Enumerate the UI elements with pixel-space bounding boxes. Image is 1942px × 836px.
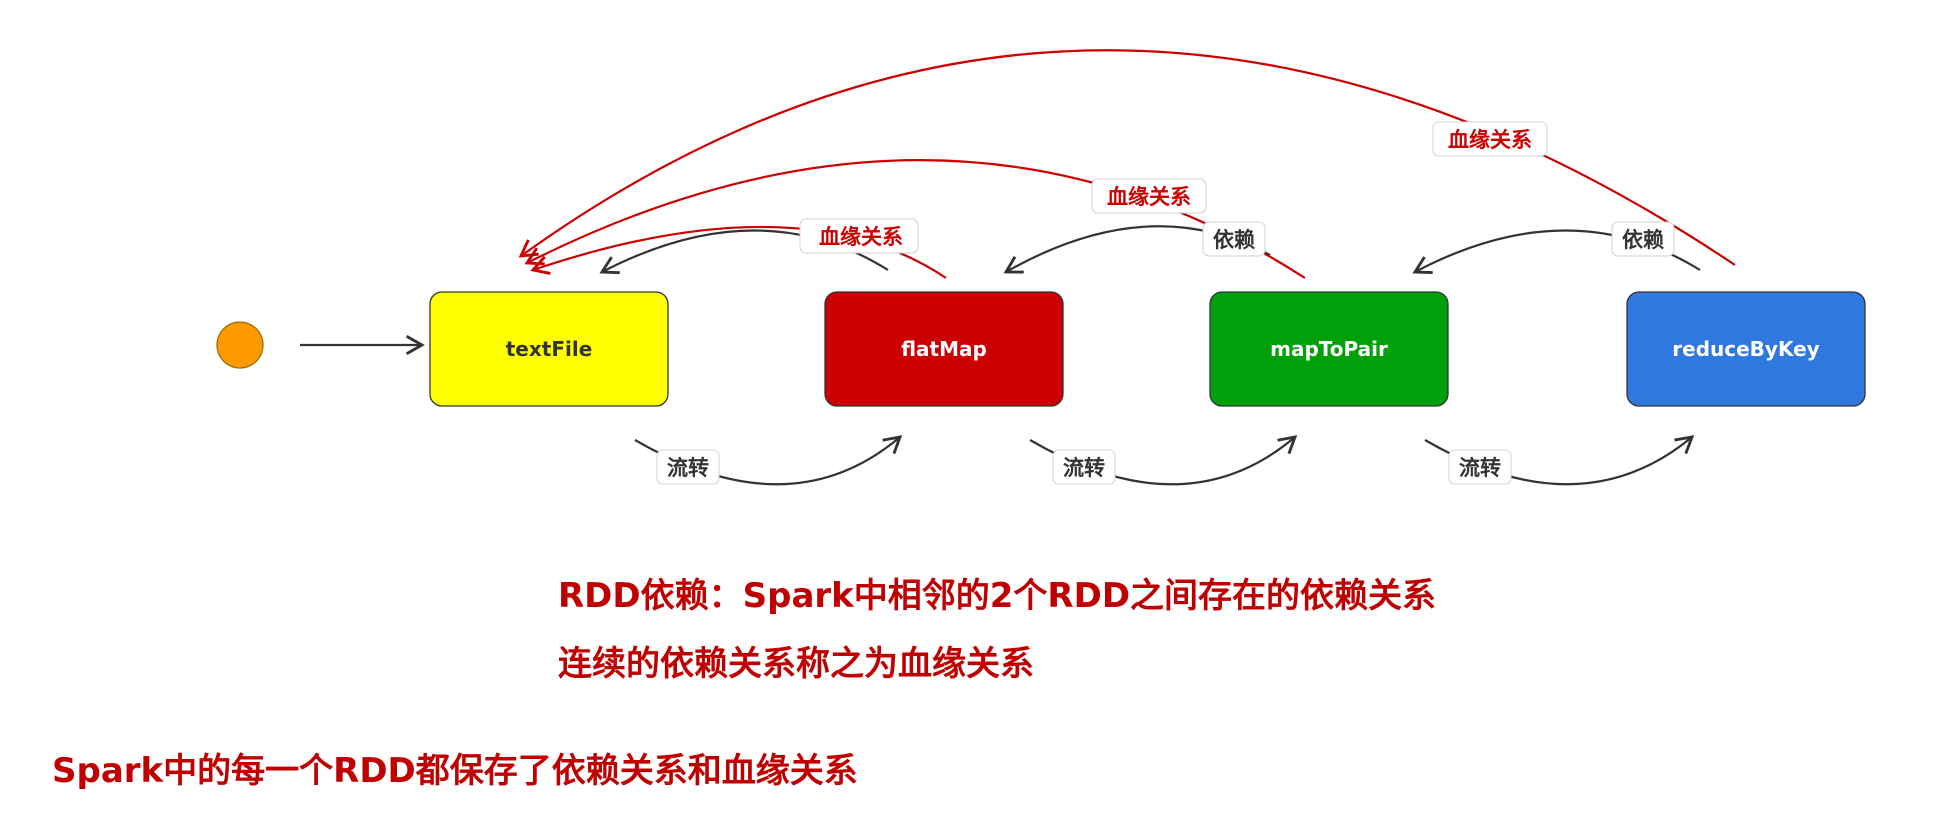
lineage-label-maptopair: 血缘关系 bbox=[1091, 178, 1207, 214]
caption-rdd-stores-lineage: Spark中的每一个RDD都保存了依赖关系和血缘关系 bbox=[52, 751, 858, 791]
flow-label-2-text: 流转 bbox=[1063, 456, 1105, 480]
flow-label-3-text: 流转 bbox=[1459, 456, 1501, 480]
flow-label-3: 流转 bbox=[1448, 449, 1512, 485]
dependency-label-2-text: 依赖 bbox=[1213, 228, 1255, 252]
node-textfile-box bbox=[429, 291, 669, 407]
node-flatmap: flatMap bbox=[824, 291, 1064, 407]
node-textfile-label: textFile bbox=[506, 337, 593, 361]
lineage-label-maptopair-text: 血缘关系 bbox=[1107, 185, 1191, 209]
dependency-label-3-text: 依赖 bbox=[1622, 228, 1664, 252]
lineage-label-reducebykey-text: 血缘关系 bbox=[1448, 128, 1532, 152]
caption-rdd-dependency: RDD依赖：Spark中相邻的2个RDD之间存在的依赖关系 bbox=[558, 576, 1437, 616]
node-flatmap-box bbox=[824, 291, 1064, 407]
node-reducebykey-label: reduceByKey bbox=[1672, 337, 1819, 361]
lineage-label-flatmap: 血缘关系 bbox=[799, 218, 919, 254]
lineage-edge-maptopair bbox=[524, 159, 1306, 279]
flow-label-1: 流转 bbox=[656, 449, 720, 485]
caption-lineage-definition: 连续的依赖关系称之为血缘关系 bbox=[558, 644, 1034, 684]
lineage-label-flatmap-text: 血缘关系 bbox=[819, 225, 903, 249]
node-maptopair-box bbox=[1209, 291, 1449, 407]
lineage-edge-reducebykey bbox=[518, 49, 1736, 266]
node-reducebykey-box bbox=[1626, 291, 1866, 407]
node-maptopair: mapToPair bbox=[1209, 291, 1449, 407]
flow-label-2: 流转 bbox=[1052, 449, 1116, 485]
dependency-label-3: 依赖 bbox=[1611, 221, 1675, 257]
dependency-label-2: 依赖 bbox=[1202, 221, 1266, 257]
flow-label-1-text: 流转 bbox=[667, 456, 709, 480]
node-maptopair-label: mapToPair bbox=[1270, 337, 1388, 361]
node-textfile: textFile bbox=[429, 291, 669, 407]
lineage-edge-flatmap bbox=[530, 225, 947, 279]
start-node bbox=[216, 321, 264, 369]
node-reducebykey: reduceByKey bbox=[1626, 291, 1866, 407]
node-flatmap-label: flatMap bbox=[901, 337, 987, 361]
lineage-label-reducebykey: 血缘关系 bbox=[1432, 121, 1548, 157]
